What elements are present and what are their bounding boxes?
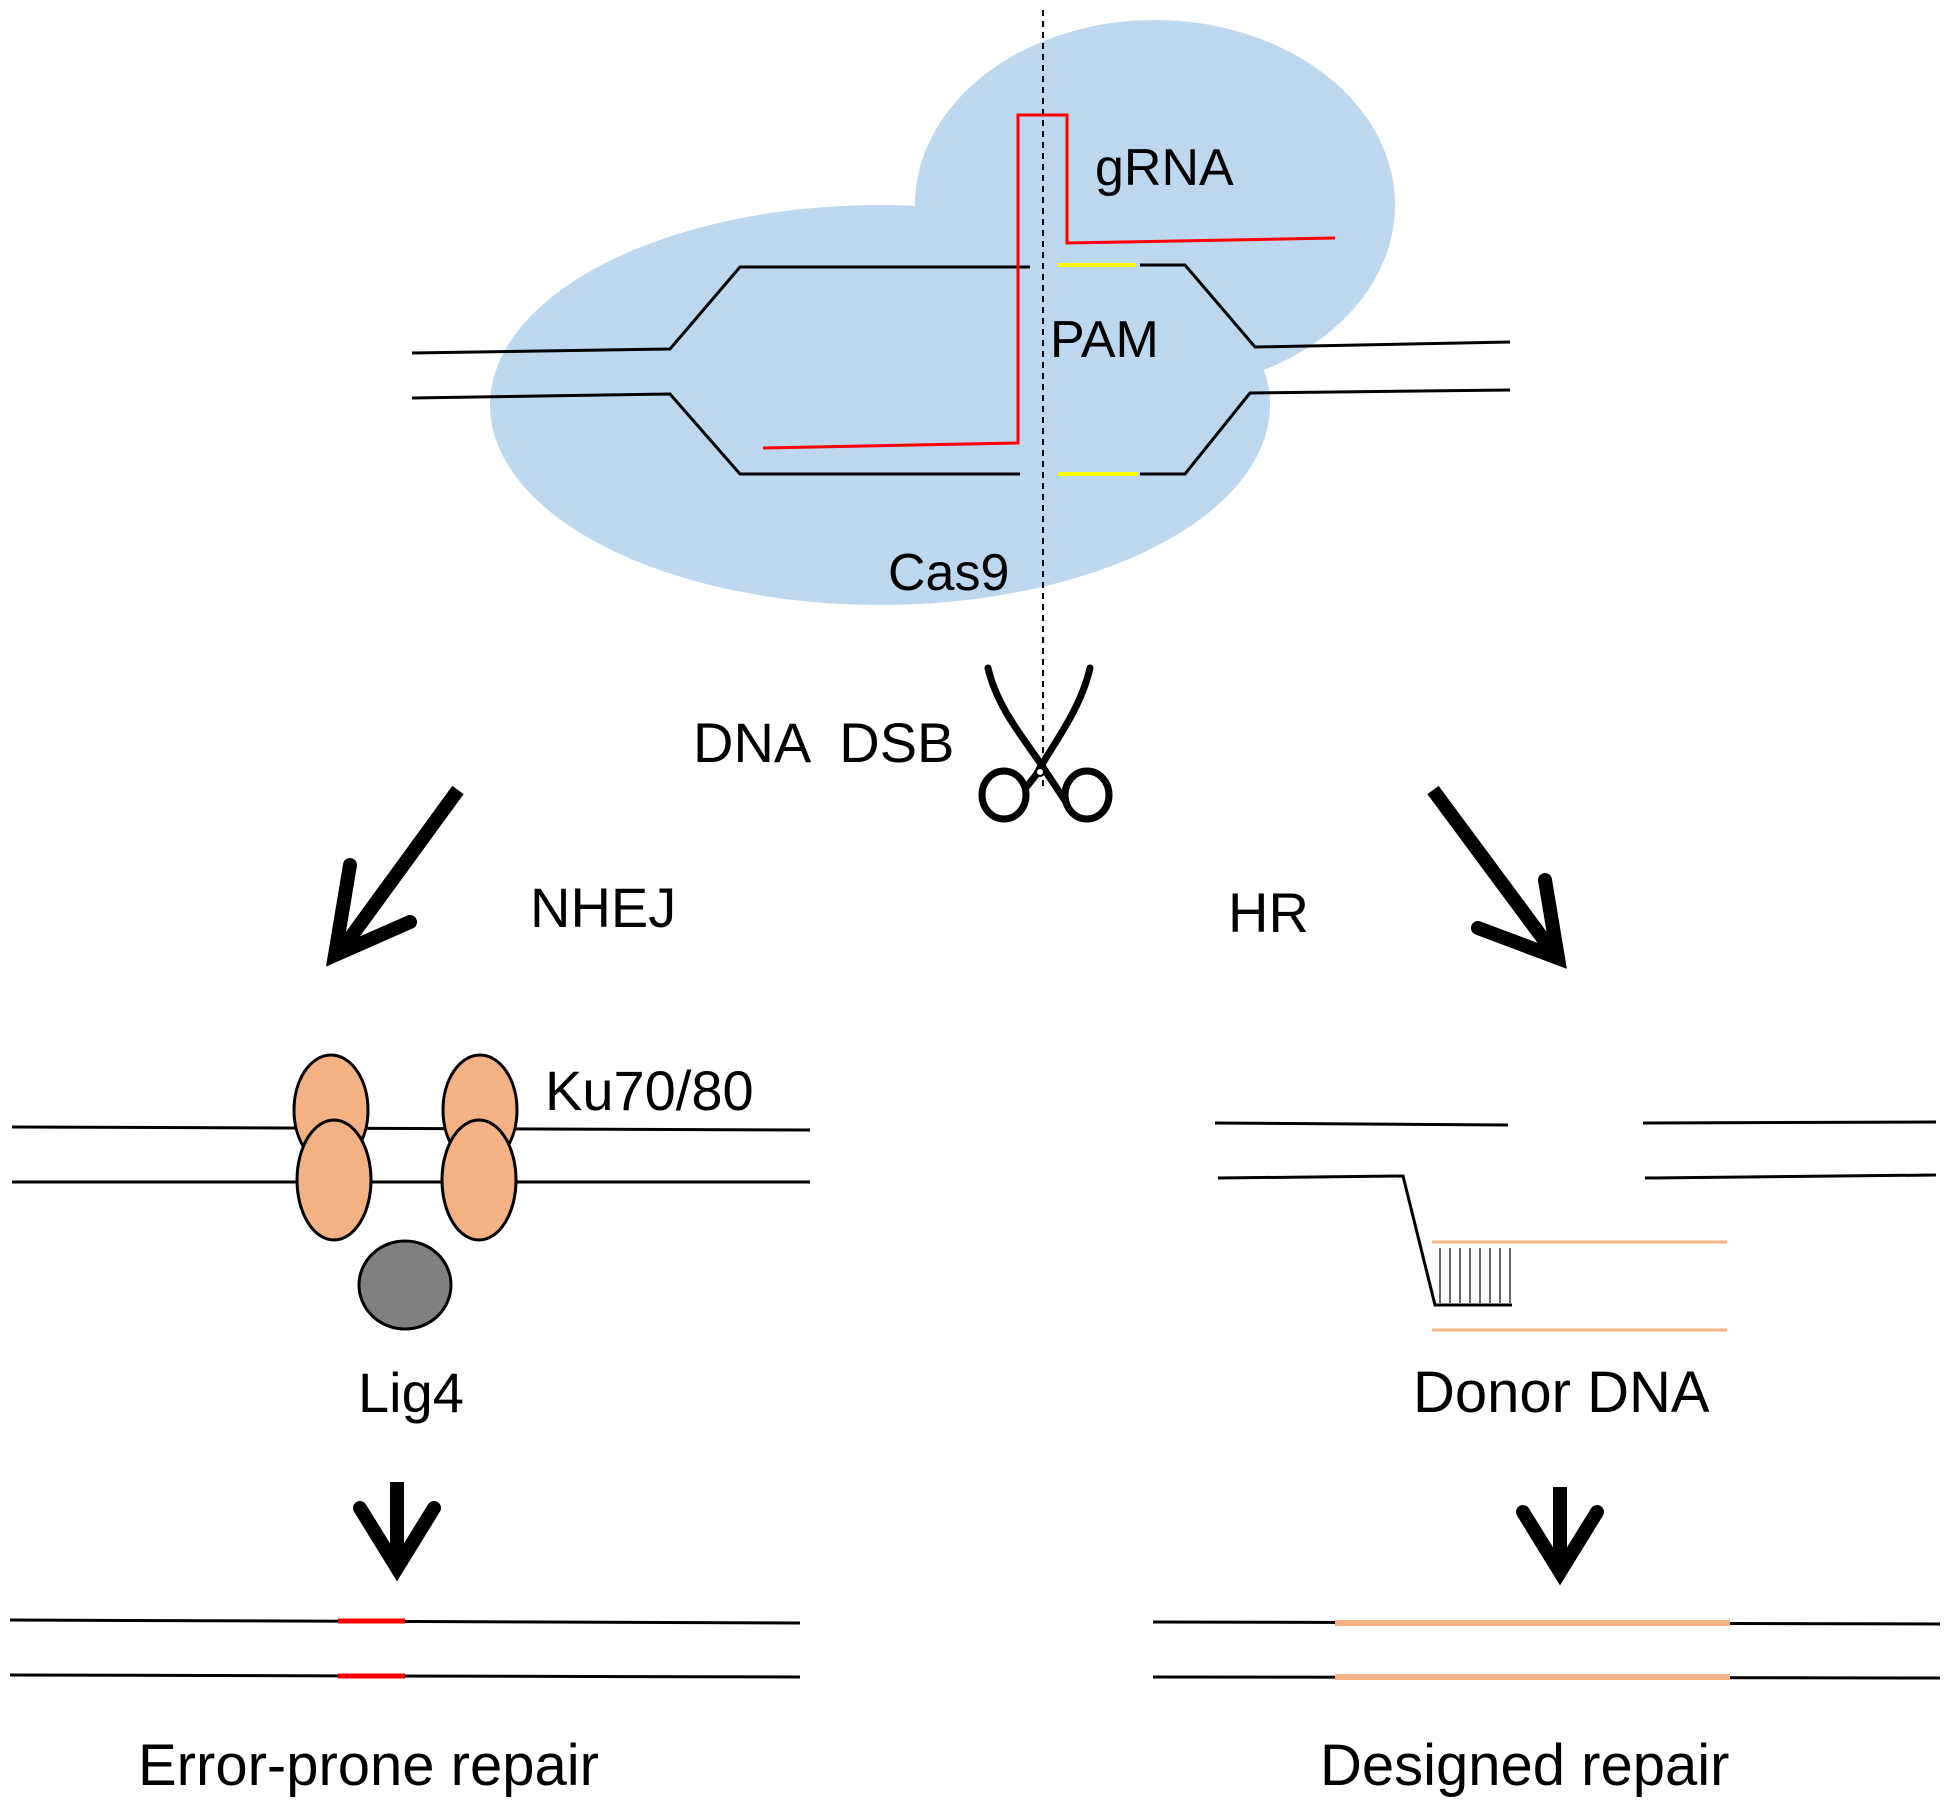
dna-top-strand-left	[411, 265, 1030, 355]
arrow-down-right-icon	[1427, 785, 1567, 969]
arrow-down-left-icon	[325, 785, 464, 967]
ku70-80-complex	[292, 1053, 519, 1242]
nhej-label: NHEJ	[530, 876, 676, 939]
donor-dna-label: Donor DNA	[1413, 1360, 1710, 1425]
cas9-lobe-lower	[490, 205, 1270, 605]
hr-dna-top-left	[1214, 1121, 1509, 1127]
pam-label: PAM	[1050, 311, 1159, 369]
lig4-label: Lig4	[358, 1361, 464, 1424]
error-prone-repair-label: Error-prone repair	[138, 1733, 599, 1798]
hr-dna-bottom-left	[1217, 1174, 1512, 1307]
arrow-down-icon	[1516, 1487, 1604, 1586]
designed-repair-label: Designed repair	[1320, 1733, 1729, 1798]
grna-label: gRNA	[1095, 139, 1234, 197]
lig4-protein	[357, 1239, 453, 1331]
base-pairing-ticks	[1439, 1248, 1511, 1303]
dna-top-strand-right	[1140, 263, 1511, 349]
hr-label: HR	[1228, 881, 1309, 944]
arrow-down-icon	[353, 1482, 441, 1582]
ku-label: Ku70/80	[545, 1059, 754, 1122]
nhej-branch: Ku70/80 Lig4 Error-prone repair	[9, 1053, 811, 1798]
dsb-label: DNA DSB	[693, 711, 954, 774]
hr-dna-top-right	[1642, 1120, 1937, 1125]
dna-bottom-strand-right	[1140, 388, 1511, 476]
hr-branch: Donor DNA Designed repair	[1152, 1120, 1941, 1798]
dna-bottom-strand-left	[411, 392, 1020, 476]
cas9-label: Cas9	[888, 544, 1009, 602]
nhej-dna-top	[11, 1125, 811, 1132]
cas9-complex: gRNA PAM Cas9	[411, 10, 1511, 790]
hr-dna-bottom-right	[1644, 1173, 1937, 1180]
scissors-icon	[978, 664, 1113, 823]
donor-dna	[1432, 1240, 1727, 1332]
